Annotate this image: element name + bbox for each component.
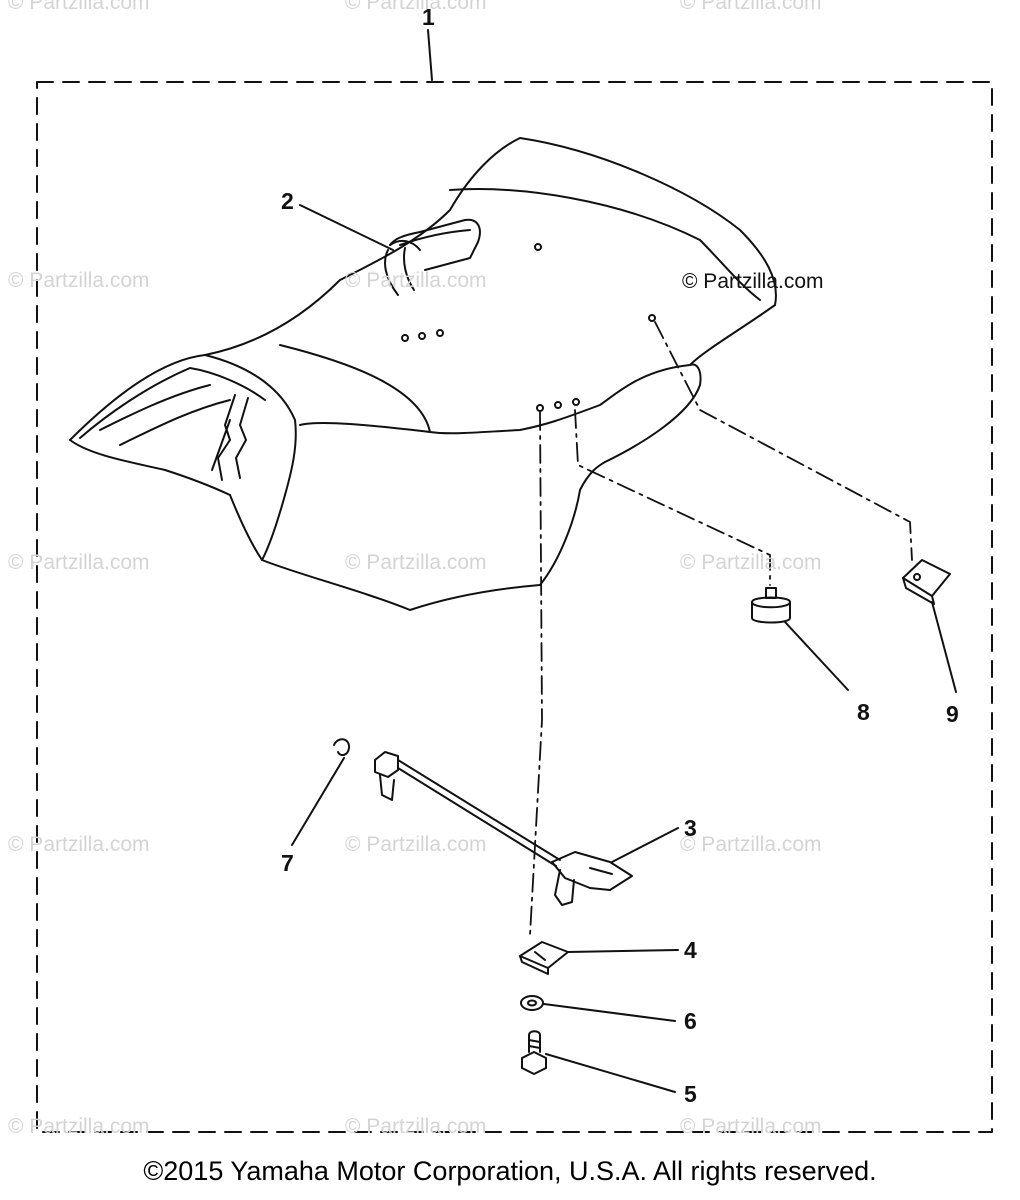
callout-9: 9 bbox=[946, 701, 959, 727]
watermark: © Partzilla.com bbox=[8, 551, 150, 574]
callout-4: 4 bbox=[684, 937, 697, 963]
damper-icon bbox=[751, 587, 791, 624]
callout-1: 1 bbox=[422, 4, 435, 30]
callout-5: 5 bbox=[684, 1081, 697, 1107]
washer-icon bbox=[520, 995, 544, 1011]
assembly-frame bbox=[36, 81, 993, 1133]
watermark: © Partzilla.com bbox=[8, 0, 150, 14]
leader-2 bbox=[299, 204, 394, 251]
callout-8: 8 bbox=[857, 699, 870, 725]
leader-4 bbox=[567, 949, 679, 953]
clip-nut-icon bbox=[902, 559, 951, 605]
watermark: © Partzilla.com bbox=[680, 0, 822, 14]
watermark: © Partzilla.com bbox=[345, 551, 487, 574]
leader-5 bbox=[545, 1053, 676, 1093]
copyright-text: ©2015 Yamaha Motor Corporation, U.S.A. A… bbox=[143, 1156, 877, 1186]
watermark: © Partzilla.com bbox=[345, 833, 487, 856]
callout-3: 3 bbox=[684, 815, 697, 841]
watermark: © Partzilla.com bbox=[345, 269, 487, 292]
watermark: © Partzilla.com bbox=[680, 1115, 822, 1138]
leader-7 bbox=[291, 757, 345, 846]
assembly-centerlines bbox=[529, 321, 913, 936]
watermark: © Partzilla.com bbox=[8, 269, 150, 292]
leader-9 bbox=[931, 601, 957, 693]
spring-clip-icon bbox=[333, 738, 351, 757]
watermark: © Partzilla.com bbox=[345, 0, 487, 14]
bolt-icon bbox=[521, 1030, 547, 1075]
seat-lock-rod-icon bbox=[374, 751, 633, 906]
watermark: © Partzilla.com bbox=[680, 833, 822, 856]
watermark: © Partzilla.com bbox=[8, 833, 150, 856]
callout-7: 7 bbox=[281, 850, 294, 876]
watermark: © Partzilla.com bbox=[8, 1115, 150, 1138]
watermark-dark: © Partzilla.com bbox=[682, 270, 824, 293]
leader-8 bbox=[784, 621, 849, 691]
leader-6 bbox=[543, 1003, 676, 1022]
watermark: © Partzilla.com bbox=[680, 551, 822, 574]
watermark: © Partzilla.com bbox=[345, 1115, 487, 1138]
seat-icon bbox=[69, 137, 777, 611]
callout-6: 6 bbox=[684, 1008, 697, 1034]
leader-1 bbox=[427, 29, 433, 81]
clamp-icon bbox=[519, 941, 569, 975]
callout-2: 2 bbox=[281, 188, 294, 214]
leader-3 bbox=[611, 827, 679, 863]
